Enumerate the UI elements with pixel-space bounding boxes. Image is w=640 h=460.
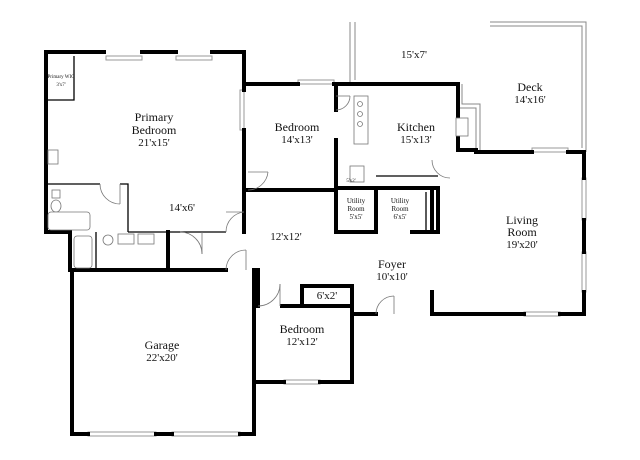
utility-2-name-1: Utility [391,197,410,205]
deck-name: Deck [517,80,542,94]
primary-bedroom-dims: 21'x15' [138,137,169,149]
kitchen-name: Kitchen [397,120,435,134]
primary-wic-dims: 3'x7' [56,83,65,88]
deck-dims: 14'x16' [514,94,545,106]
utility-2-name-2: Room [391,205,409,213]
garage-dims: 22'x20' [146,352,177,364]
bedroom-1-name: Bedroom [275,120,320,134]
living-room-name-2: Room [507,225,537,239]
closet-dims: 6'x2' [317,290,337,302]
exterior-walls [44,50,586,436]
pantry-dims: 5'x2' [346,179,355,184]
living-room-name-1: Living [506,213,538,227]
bedroom-2-name: Bedroom [280,322,325,336]
utility-2-dims: 6'x5' [393,213,406,221]
utility-1-dims: 5'x5' [349,213,362,221]
living-room-dims: 19'x20' [506,239,537,251]
utility-1-name-1: Utility [347,197,366,205]
room-labels: Primary WIC 3'x7' Primary Bedroom 21'x15… [48,49,546,364]
utility-1-name-2: Room [347,205,365,213]
bedroom-2-dims: 12'x12' [286,336,317,348]
foyer-name: Foyer [378,257,406,271]
hall-dims: 12'x12' [270,231,301,243]
primary-bedroom-name-2: Bedroom [132,123,177,137]
garage-name: Garage [145,338,180,352]
primary-bedroom-name-1: Primary [135,110,174,124]
hall-bath-dims: 14'x6' [169,202,195,214]
fixtures [47,95,469,269]
foyer-dims: 10'x10' [376,271,407,283]
primary-wic-name: Primary WIC [48,75,76,80]
doors [99,95,451,315]
bedroom-1-dims: 14'x13' [281,134,312,146]
deck-upper-dims: 15'x7' [401,49,427,61]
kitchen-dims: 15'x13' [400,134,431,146]
interior-walls [46,56,440,436]
